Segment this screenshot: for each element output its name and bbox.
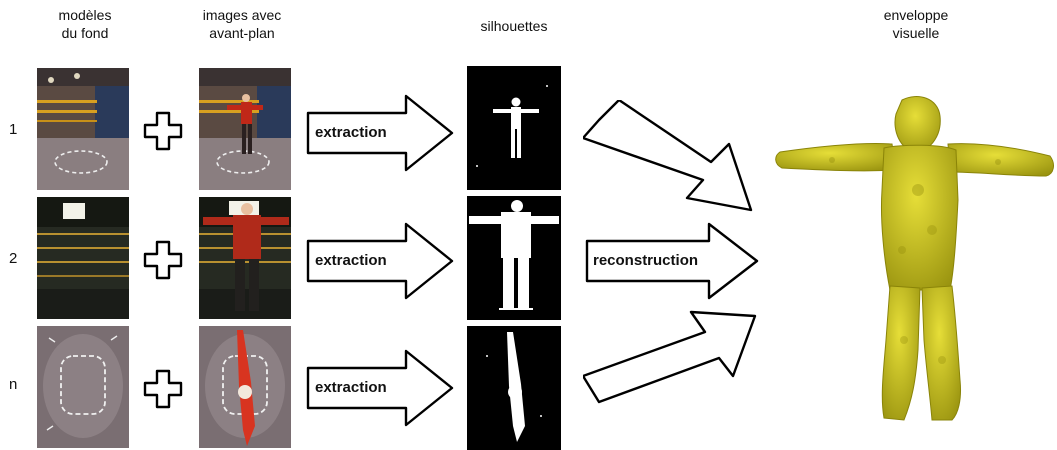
plus-icon bbox=[143, 369, 183, 414]
header-silhouettes: silhouettes bbox=[462, 17, 566, 35]
right-arrow-icon bbox=[306, 94, 454, 172]
extraction-arrow-2 bbox=[304, 221, 456, 306]
right-arrow-icon bbox=[306, 349, 454, 427]
extraction-label-n: extraction bbox=[315, 379, 387, 396]
plus-icon bbox=[143, 240, 183, 285]
header-line: visuelle bbox=[892, 25, 940, 41]
foreground-image-n bbox=[199, 326, 291, 448]
reconstruction-arrow-bottom bbox=[581, 306, 773, 421]
right-arrow-icon bbox=[585, 222, 759, 300]
row-label-2: 2 bbox=[9, 250, 18, 267]
reconstruction-arrow-middle bbox=[583, 221, 763, 306]
plus-icon bbox=[143, 111, 183, 156]
row-label-1: 1 bbox=[9, 121, 18, 138]
extraction-label-2: extraction bbox=[315, 252, 387, 269]
background-model-image-2 bbox=[37, 197, 129, 319]
header-line: silhouettes bbox=[480, 18, 548, 34]
background-model-image-n bbox=[37, 326, 129, 448]
silhouette-n bbox=[467, 326, 561, 450]
foreground-image-1 bbox=[199, 68, 291, 190]
reconstruction-arrow-top bbox=[581, 98, 773, 225]
header-line: images avec bbox=[202, 7, 282, 23]
silhouette-1 bbox=[467, 66, 561, 190]
reconstruction-label: reconstruction bbox=[593, 252, 699, 269]
visual-hull-model bbox=[772, 90, 1056, 430]
foreground-image-2 bbox=[199, 197, 291, 319]
row-label-n: n bbox=[9, 376, 18, 393]
right-arrow-icon bbox=[306, 222, 454, 300]
extraction-label-1: extraction bbox=[315, 124, 387, 141]
silhouette-2 bbox=[467, 196, 561, 320]
header-line: du fond bbox=[61, 25, 109, 41]
header-background-models: modèles du fond bbox=[40, 6, 130, 42]
header-line: enveloppe bbox=[883, 7, 949, 23]
header-line: modèles bbox=[58, 7, 112, 23]
extraction-arrow-n bbox=[304, 348, 456, 433]
header-foreground-images: images avec avant-plan bbox=[190, 6, 294, 42]
right-arrow-icon bbox=[581, 98, 753, 212]
extraction-arrow-1 bbox=[304, 93, 456, 178]
header-line: avant-plan bbox=[209, 25, 275, 41]
header-visual-hull: enveloppe visuelle bbox=[856, 6, 976, 42]
right-arrow-icon bbox=[581, 310, 757, 404]
background-model-image-1 bbox=[37, 68, 129, 190]
